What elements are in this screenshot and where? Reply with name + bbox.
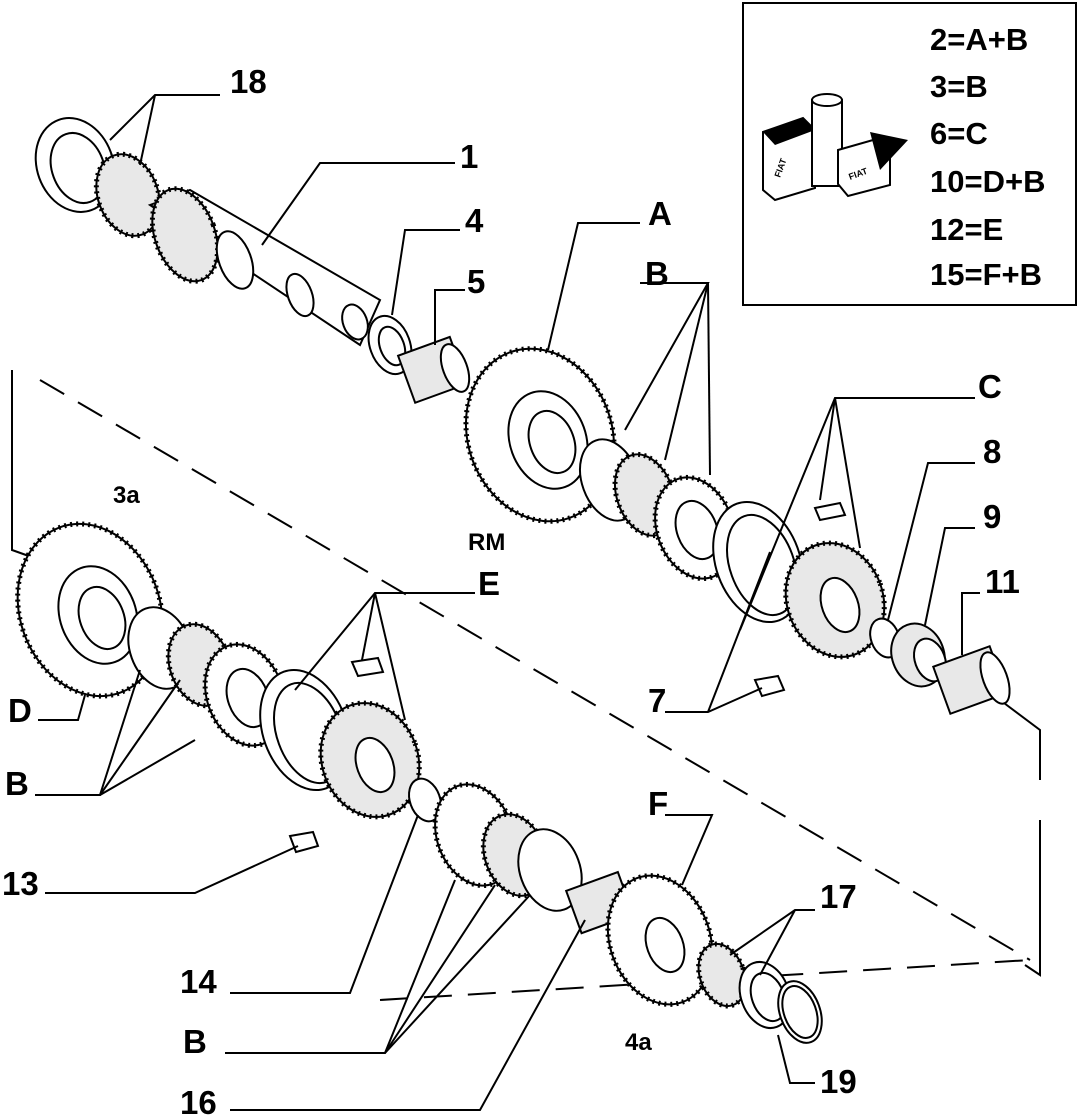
hub-C [783, 501, 887, 660]
callout-11: 11 [985, 563, 1020, 600]
legend-line-5: 12=E [930, 212, 1003, 247]
callout-F: F [648, 785, 668, 822]
callout-16: 16 [180, 1084, 217, 1118]
legend-line-6: 15=F+B [930, 257, 1042, 292]
needle-bearing-11 [931, 644, 1011, 716]
callout-1: 1 [460, 138, 478, 175]
callout-B-bottom: B [183, 1023, 207, 1060]
legend-logo: FIAT FIAT [762, 93, 908, 202]
input-shaft-1 [147, 186, 382, 347]
callout-B-top: B [645, 255, 669, 292]
legend-line-4: 10=D+B [930, 164, 1045, 199]
callout-labels: 18 1 4 5 A B C 8 9 11 7 D B E 13 14 B 16… [2, 63, 1020, 1118]
key-7 [753, 674, 786, 698]
leader-lines [35, 94, 980, 1111]
callout-5: 5 [467, 263, 485, 300]
callout-C: C [978, 368, 1002, 405]
callout-E: E [478, 565, 500, 602]
bearing-cone-17 [696, 941, 748, 1009]
callout-18: 18 [230, 63, 267, 100]
shim-19 [777, 980, 823, 1044]
needle-bearing-5 [396, 335, 471, 405]
group-label-4a: 4a [625, 1029, 652, 1056]
legend-line-3: 6=C [930, 116, 988, 151]
key-13 [288, 830, 320, 854]
bearing-cup-17 [738, 961, 792, 1029]
legend-box: FIAT FIAT 2=A+B 3=B 6=C 10=D+B 12=E 15=F… [742, 2, 1077, 306]
legend-line-1: 2=A+B [930, 22, 1028, 57]
group-label-3a: 3a [113, 482, 140, 509]
callout-19: 19 [820, 1063, 857, 1100]
bearing-cone-18 [93, 151, 163, 239]
callout-B-left: B [5, 765, 29, 802]
callout-A: A [648, 195, 672, 232]
callout-13: 13 [2, 865, 39, 902]
callout-D: D [8, 692, 32, 729]
callout-17: 17 [820, 878, 857, 915]
callout-4: 4 [465, 202, 484, 239]
gear-F [605, 873, 715, 1007]
hub-E [318, 656, 422, 820]
callout-9: 9 [983, 498, 1001, 535]
group-label-RM: RM [468, 529, 505, 556]
reverse-gear-A [463, 346, 617, 524]
circlip-14 [408, 777, 442, 823]
callout-8: 8 [983, 433, 1001, 470]
gear-D [15, 521, 165, 699]
callout-7: 7 [648, 682, 666, 719]
bearing-cup-18 [34, 117, 116, 213]
legend-line-2: 3=B [930, 69, 988, 104]
callout-14: 14 [180, 963, 217, 1000]
group-labels: 3a RM 4a [113, 482, 652, 1056]
